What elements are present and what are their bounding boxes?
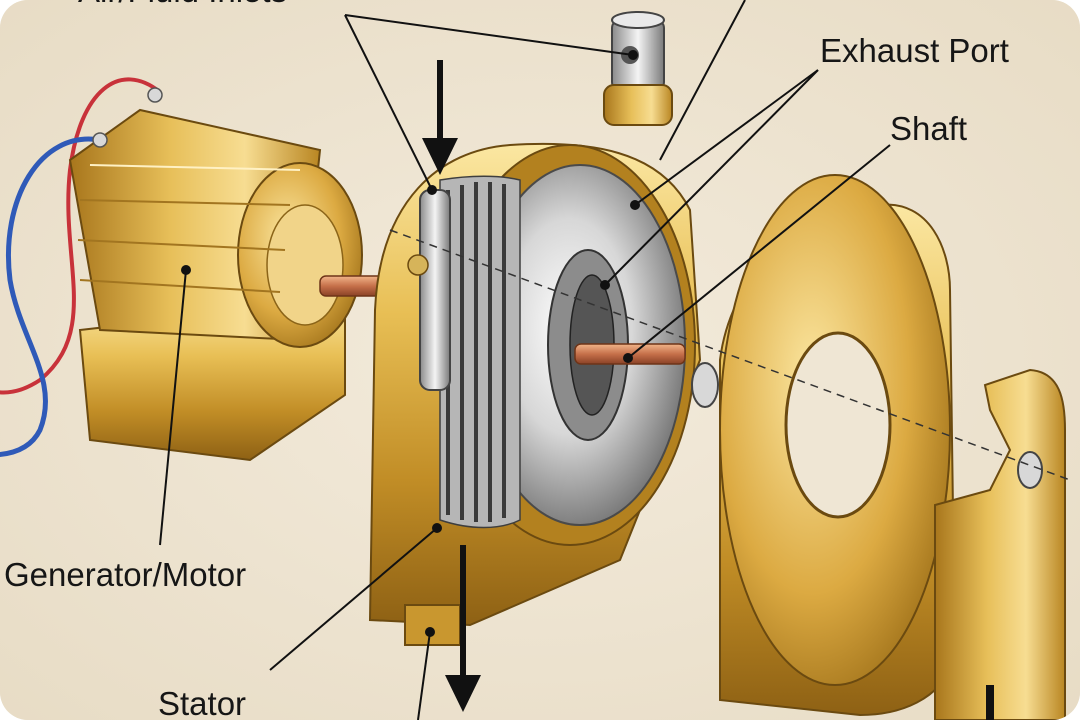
label-generator-motor: Generator/Motor xyxy=(4,556,246,593)
outflow-arrow xyxy=(445,545,481,712)
label-exhaust-port: Exhaust Port xyxy=(820,32,1009,69)
leader-generator xyxy=(159,269,187,546)
bearing-bracket xyxy=(934,368,1066,720)
label-air-fluid-inlets: Air/Fluid Inlets xyxy=(78,0,287,9)
red-wire xyxy=(0,77,162,395)
leader-dots xyxy=(181,50,640,637)
leader-lines xyxy=(159,0,891,720)
leader-top xyxy=(659,0,746,161)
leader-base xyxy=(417,631,431,720)
stator-base-foot xyxy=(404,604,461,646)
leader-exhaust-2 xyxy=(604,69,819,286)
exhaust-port-fitting xyxy=(603,11,673,126)
leader-stator xyxy=(269,527,438,671)
leader-inlets-2 xyxy=(344,14,634,56)
inflow-arrow xyxy=(422,60,458,175)
blue-wire xyxy=(0,136,101,457)
leader-exhaust-1 xyxy=(634,69,819,206)
end-plate xyxy=(719,174,957,717)
label-shaft: Shaft xyxy=(890,110,967,147)
leader-inlets-1 xyxy=(344,14,433,191)
generator-motor xyxy=(68,87,363,462)
leader-shaft xyxy=(627,144,891,359)
label-stator: Stator xyxy=(158,685,246,720)
side-inlet-pipe xyxy=(407,189,451,391)
shaft-axis-line xyxy=(389,229,1071,481)
shaft-washer xyxy=(691,362,719,408)
